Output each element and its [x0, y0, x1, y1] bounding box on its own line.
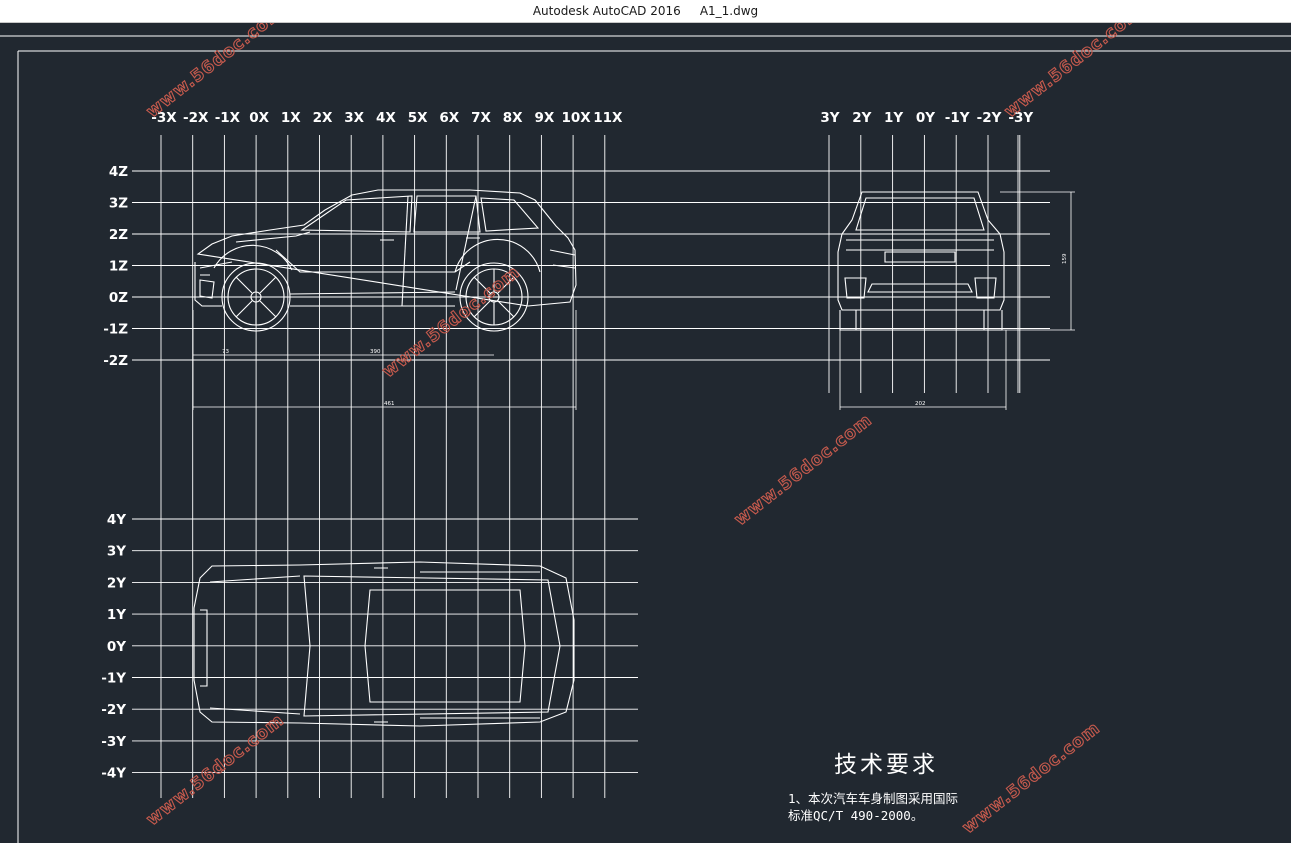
car-front-view [837, 191, 1005, 331]
z-axis-label: 3Z [109, 196, 128, 212]
x-axis-label: 5X [408, 110, 428, 126]
notes-line-1: 1、本次汽车车身制图采用国际 [788, 791, 958, 806]
top-y-axis-label: 2Y [107, 575, 126, 591]
z-axis-label: -2Z [103, 353, 128, 369]
z-axis-label: 4Z [109, 164, 128, 180]
top-y-axis-label: -2Y [101, 702, 126, 718]
dim-text-73: 73 [222, 349, 229, 355]
z-axis-label: 1Z [109, 259, 128, 275]
car-side-view [194, 189, 577, 332]
top-y-axis-label: -1Y [101, 671, 126, 687]
z-axis-label: -1Z [103, 322, 128, 338]
top-y-axis-label: -4Y [101, 766, 126, 782]
watermark-5: www.56doc.com [143, 710, 288, 830]
top-y-axis-label: 4Y [107, 512, 126, 528]
front-y-axis-label: 1Y [884, 110, 903, 126]
x-axis-label: 7X [471, 110, 491, 126]
front-y-axis-label: 2Y [852, 110, 871, 126]
front-y-axis-label: -1Y [945, 110, 970, 126]
x-axis-label: 6X [439, 110, 459, 126]
front-y-axis-label: 0Y [916, 110, 935, 126]
top-y-axis-label: 3Y [107, 544, 126, 560]
window-title: Autodesk AutoCAD 2016 A1_1.dwg [532, 4, 759, 18]
x-axis-label: 8X [503, 110, 523, 126]
watermark-2: www.56doc.com [1001, 23, 1146, 122]
z-axis-label: 0Z [109, 290, 128, 306]
watermark-6: www.56doc.com [959, 718, 1104, 838]
top-y-axis-label: 1Y [107, 607, 126, 623]
top-y-axis-label: -3Y [101, 734, 126, 750]
x-axis-label: 3X [344, 110, 364, 126]
z-axis-label: 2Z [109, 227, 128, 243]
watermark-3: www.56doc.com [379, 262, 524, 382]
watermark-1: www.56doc.com [143, 23, 288, 122]
front-y-axis-label: -3Y [1008, 110, 1033, 126]
grid-lines [132, 135, 1050, 798]
x-axis-label: 11X [593, 110, 623, 126]
drawing-frame [0, 35, 1291, 843]
x-axis-label: -1X [215, 110, 241, 126]
dim-text-390: 390 [370, 349, 381, 355]
top-y-axis-label: 0Y [107, 639, 126, 655]
x-axis-label: 1X [281, 110, 301, 126]
watermarks: www.56doc.com www.56doc.com www.56doc.co… [142, 23, 1147, 838]
dim-text-159: 159 [1062, 253, 1068, 264]
x-axis-label: 0X [249, 110, 269, 126]
x-axis-label: 9X [534, 110, 554, 126]
front-y-axis-label: -2Y [977, 110, 1002, 126]
watermark-4: www.56doc.com [731, 410, 876, 530]
car-top-view [193, 561, 575, 727]
dim-text-461: 461 [384, 401, 395, 407]
notes-line-2: 标准QC/T 490-2000。 [788, 808, 923, 823]
x-axis-label: 10X [561, 110, 591, 126]
title-bar: Autodesk AutoCAD 2016 A1_1.dwg [0, 0, 1291, 23]
dim-text-202: 202 [915, 401, 926, 407]
front-y-axis-label: 3Y [820, 110, 839, 126]
x-axis-label: 4X [376, 110, 396, 126]
notes-title: 技术要求 [834, 752, 938, 778]
x-axis-label: -3X [151, 110, 177, 126]
x-axis-label: -2X [183, 110, 209, 126]
dimension-lines [192, 191, 1075, 410]
x-axis-label: 2X [313, 110, 333, 126]
